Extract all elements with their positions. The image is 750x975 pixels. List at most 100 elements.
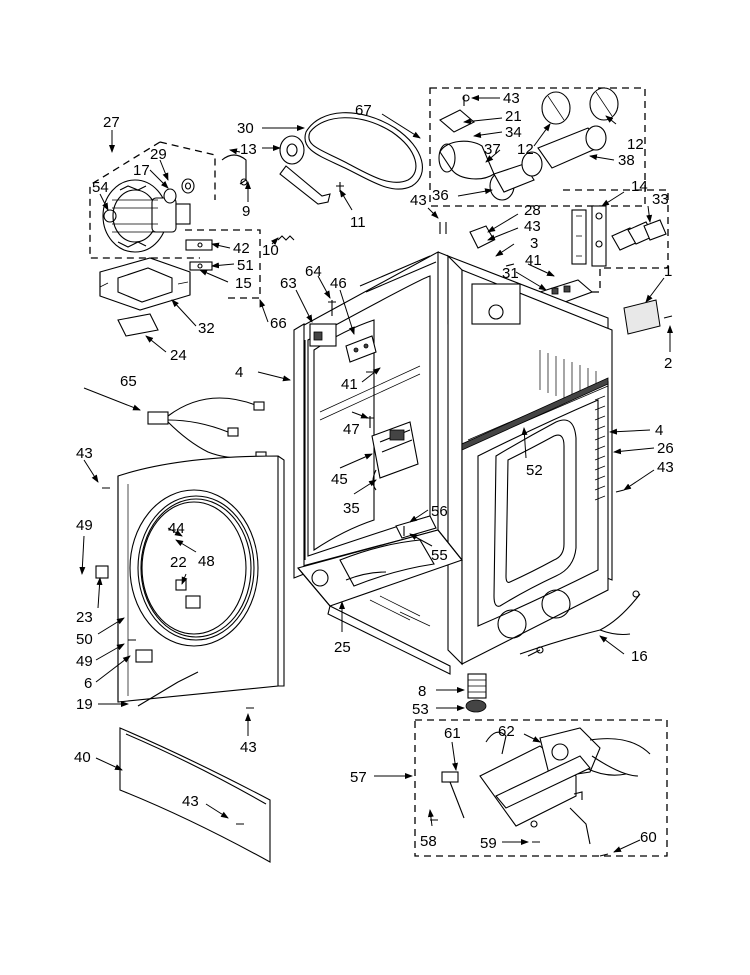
control-group-box — [563, 189, 669, 293]
callout-28: 28 — [524, 202, 541, 219]
latch-6 — [135, 649, 153, 663]
callout-43-toe: 43 — [182, 793, 199, 810]
callout-54: 54 — [92, 179, 109, 196]
callout-43-top: 43 — [503, 90, 520, 107]
bracket-46 — [345, 335, 377, 363]
callout-43-front: 43 — [76, 445, 93, 462]
callout-42: 42 — [233, 240, 250, 257]
callout-27: 27 — [103, 114, 120, 131]
callout-32: 32 — [198, 320, 215, 337]
drive-motor — [102, 179, 191, 253]
callout-40: 40 — [74, 749, 91, 766]
callout-43-ctrl: 43 — [524, 218, 541, 235]
callout-62: 62 — [498, 723, 515, 740]
callout-6: 6 — [84, 675, 92, 692]
callout-10: 10 — [262, 242, 279, 259]
callout-9: 9 — [242, 203, 250, 220]
burner-tube — [495, 755, 591, 809]
idler-pulley — [279, 135, 331, 205]
callout-50: 50 — [76, 631, 93, 648]
callout-19: 19 — [76, 696, 93, 713]
thermostats-14 — [571, 205, 607, 267]
callout-67: 67 — [355, 102, 372, 119]
callout-14: 14 — [631, 178, 648, 195]
callout-59: 59 — [480, 835, 497, 852]
motor-group-box — [89, 141, 261, 299]
callout-13: 13 — [240, 141, 257, 158]
transformer-45 — [371, 421, 419, 491]
callout-43-panel: 43 — [240, 739, 257, 756]
glide-22 — [175, 579, 187, 591]
callout-60: 60 — [640, 829, 657, 846]
callout-26: 26 — [657, 440, 674, 457]
drive-belt — [304, 112, 423, 190]
callout-4-left: 4 — [235, 364, 243, 381]
callout-17: 17 — [133, 162, 150, 179]
callout-15: 15 — [235, 275, 252, 292]
screw-64 — [328, 300, 336, 316]
drum-light-box-63 — [309, 323, 337, 347]
thermostat-bracket-28 — [469, 225, 495, 249]
heater-box-52 — [461, 377, 609, 451]
callout-57: 57 — [350, 769, 367, 786]
callout-55: 55 — [431, 547, 448, 564]
motor-pad — [117, 313, 159, 337]
callout-43-right: 43 — [657, 459, 674, 476]
wire-harness-65 — [147, 397, 267, 461]
callout-41-top: 41 — [525, 252, 542, 269]
cabinet-right-side — [461, 379, 609, 665]
foot-pad-53 — [465, 699, 487, 713]
callout-49-bottom: 49 — [76, 653, 93, 670]
callout-1: 1 — [664, 263, 672, 280]
cabinet-base — [297, 529, 463, 675]
bracket-56 — [395, 515, 437, 539]
callout-45: 45 — [331, 471, 348, 488]
callout-11: 11 — [350, 214, 366, 231]
duct-group-box — [429, 87, 646, 207]
switch-brackets — [185, 239, 213, 271]
motor-pulley — [163, 178, 195, 204]
front-panel-50 — [117, 455, 285, 703]
door-switch-23 — [95, 565, 109, 579]
callout-labels: 27 29 17 54 13 30 9 10 11 42 51 15 32 24… — [74, 90, 674, 852]
callout-16: 16 — [631, 648, 648, 665]
callout-21: 21 — [505, 108, 522, 125]
callout-56: 56 — [431, 503, 448, 520]
callout-23: 23 — [76, 609, 93, 626]
wire-harness-16 — [519, 590, 641, 657]
callout-38: 38 — [618, 152, 635, 169]
callout-12-left: 12 — [517, 141, 534, 158]
gas-valve-group-box — [414, 719, 668, 857]
callout-61: 61 — [444, 725, 461, 742]
callout-58: 58 — [420, 833, 437, 850]
duct-parts — [438, 87, 619, 201]
harness-19 — [137, 671, 199, 707]
callout-31: 31 — [502, 265, 519, 282]
door-seal-44 — [137, 495, 255, 641]
leader-lines — [79, 95, 673, 853]
spring-10 — [277, 235, 295, 241]
callout-66: 66 — [270, 315, 287, 332]
callout-35: 35 — [343, 500, 360, 517]
callout-25: 25 — [334, 639, 351, 656]
terminal-cover-1 — [623, 299, 661, 335]
callout-51: 51 — [237, 257, 254, 274]
callout-37: 37 — [484, 141, 501, 158]
callout-24: 24 — [170, 347, 187, 364]
callout-29: 29 — [150, 146, 167, 163]
callout-4-right: 4 — [655, 422, 663, 439]
callout-65: 65 — [120, 373, 137, 390]
callout-2: 2 — [664, 355, 672, 372]
callout-34: 34 — [505, 124, 522, 141]
fuses-33 — [611, 219, 667, 251]
callout-30: 30 — [237, 120, 254, 137]
callout-3: 3 — [530, 235, 538, 252]
callout-22: 22 — [170, 554, 187, 571]
callout-12-right: 12 — [627, 136, 644, 153]
callout-44: 44 — [168, 520, 185, 537]
idler-clip — [221, 154, 248, 186]
toe-panel-40 — [119, 727, 271, 863]
callout-43-cab: 43 — [410, 192, 427, 209]
